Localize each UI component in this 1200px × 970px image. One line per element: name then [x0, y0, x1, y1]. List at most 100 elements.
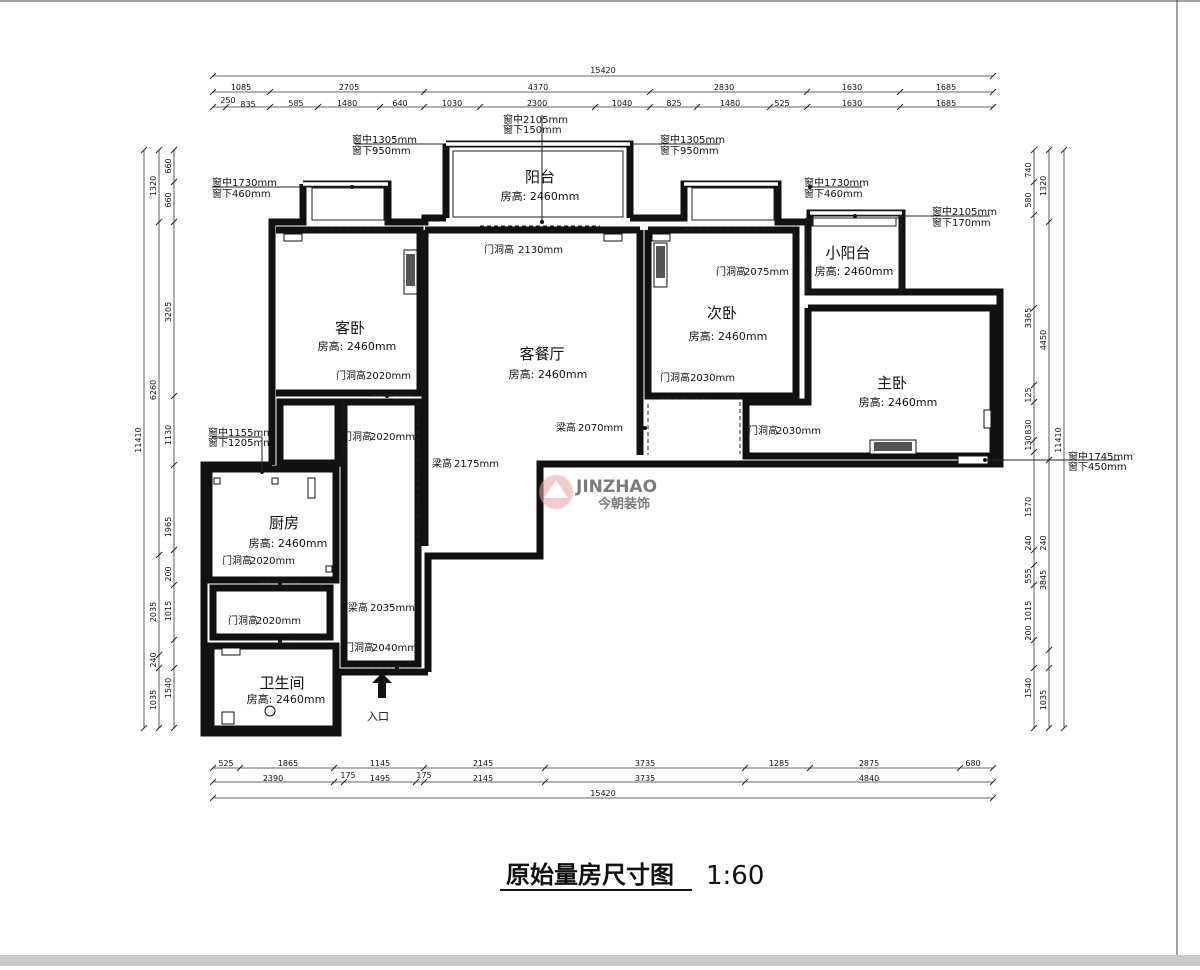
dimension-tick [766, 103, 774, 111]
pipe-icon [221, 711, 235, 725]
dimension-tick [222, 103, 230, 111]
dimension-tick [266, 103, 274, 111]
dim-right-mid-1: 1320 [1039, 176, 1048, 196]
room-small-balcony-height: 房高: 2460mm [815, 264, 894, 278]
dimension-tick [1060, 146, 1068, 154]
dimension-tick [989, 88, 997, 96]
note-kitchen-window-center: 窗中1155mm [208, 426, 273, 439]
sheet-bottom-strip [0, 955, 1200, 966]
note-master-window-center: 窗中1745mm [1068, 450, 1133, 463]
dimension-tick [1030, 211, 1038, 219]
note-door-corridor-value: 2020mm [370, 432, 415, 443]
dimension-tick [646, 88, 654, 96]
note-balcony-window-sill: 窗下150mm [503, 123, 562, 136]
dimension-tick [1030, 581, 1038, 589]
drawing-scale: 1:60 [706, 861, 764, 891]
dim-top2-8: 1040 [612, 99, 632, 108]
drawing-title: 原始量房尺寸图 1:60 [500, 861, 764, 891]
room-living-dining-name: 客餐厅 [519, 345, 564, 363]
radiator-icon [307, 477, 316, 499]
note-beam-living-value: 2070mm [578, 423, 623, 434]
dimension-tick [541, 778, 549, 786]
dim-top2-9: 825 [666, 99, 681, 108]
dim-right-in-9: 555 [1024, 568, 1033, 583]
note-second-window-center: 窗中1730mm [804, 176, 869, 189]
fixtures [212, 115, 1120, 725]
dim-right-in-4: 125 [1024, 387, 1033, 402]
note-door-kitchen: 门洞高 [222, 554, 252, 567]
drawing-title-text: 原始量房尺寸图 [506, 861, 674, 889]
note-door-entry-value: 2040mm [372, 643, 417, 654]
dimension-tick [1045, 664, 1053, 672]
room-balcony-name: 阳台 [525, 168, 555, 186]
dim-top2-4: 1480 [337, 99, 357, 108]
room-balcony-height: 房高: 2460mm [501, 189, 580, 203]
dim-right-mid-5: 1035 [1039, 690, 1048, 710]
dimension-tick [140, 724, 148, 732]
dim-bot-4: 2145 [473, 759, 493, 768]
dimension-tick [266, 88, 274, 96]
room-bathroom-height: 房高: 2460mm [247, 692, 326, 706]
note-door-bathroom-value: 2020mm [256, 616, 301, 627]
dimension-tick [989, 764, 997, 772]
dimension-tick [1030, 561, 1038, 569]
note-small-balcony-window-sill: 窗下170mm [932, 216, 991, 229]
dimension-tick [1030, 546, 1038, 554]
dimension-tick [314, 103, 322, 111]
dim-right-mid-2: 4450 [1039, 330, 1048, 350]
dim-left-mid-1: 6260 [149, 380, 158, 400]
dim-bot2-1: 2390 [263, 774, 283, 783]
room-bathroom-name: 卫生间 [259, 674, 304, 692]
dimension-tick [376, 103, 384, 111]
dim-left-in-6: 200 [164, 566, 173, 581]
dimension-tick [1030, 664, 1038, 672]
dimension-tick [140, 146, 148, 154]
dim-bot2-7: 4840 [859, 774, 879, 783]
dimension-tick [209, 764, 217, 772]
dim-bot-2: 1865 [278, 759, 298, 768]
pipe-icon [325, 565, 333, 573]
dim-top-3: 4370 [528, 83, 548, 92]
dimension-tick [155, 551, 163, 559]
dim-bot-total: 15420 [590, 789, 615, 798]
note-door-small-balcony: 门洞高 [716, 265, 746, 278]
dim-right-outer: 11410 [1054, 427, 1063, 452]
dimension-tick [989, 103, 997, 111]
dim-left-in-7: 1015 [164, 601, 173, 621]
dimension-tick [330, 764, 338, 772]
pipe-icon [271, 477, 279, 485]
note-second-window-sill: 窗下460mm [804, 187, 863, 200]
dimension-tick [209, 72, 217, 80]
dimension-tick [693, 103, 701, 111]
dim-right-in-7: 1570 [1024, 497, 1033, 517]
dimension-tick [170, 724, 178, 732]
dim-top-2: 2705 [339, 83, 359, 92]
bottom-dimensions: 525 1865 1145 2145 3735 1285 2875 680 23… [209, 759, 997, 802]
dim-top-5: 1630 [842, 83, 862, 92]
note-door-corridor: 门洞高 [342, 430, 372, 443]
dimension-tick [209, 103, 217, 111]
note-master-window-sill: 窗下450mm [1068, 460, 1127, 473]
note-door-entry: 门洞高 [344, 641, 374, 654]
dimension-tick [170, 546, 178, 554]
dimension-tick [741, 764, 749, 772]
dim-bot-7: 2875 [859, 759, 879, 768]
dim-top2-12: 1630 [842, 99, 862, 108]
dim-top2-10: 1480 [720, 99, 740, 108]
dim-left-in-8: 1540 [164, 678, 173, 698]
note-balcony-left-center: 窗中1305mm [352, 133, 417, 146]
note-balcony-left-sill: 窗下950mm [352, 144, 411, 157]
dim-right-in-6: 130 [1024, 435, 1033, 450]
radiator-icon [283, 233, 303, 242]
dim-right-in-5: 830 [1024, 419, 1033, 434]
left-dimensions: 11410 1320 6260 2035 240 1035 660 660 32… [134, 146, 178, 732]
brand-watermark: JINZHAO 今朝装饰 [539, 475, 657, 512]
dim-right-mid-3: 3845 [1039, 570, 1048, 590]
dimension-tick [896, 88, 904, 96]
radiator-icon [651, 233, 671, 242]
dimension-tick [170, 178, 178, 186]
note-door-master: 门洞高 [748, 424, 778, 437]
note-door-balcony: 门洞高 [484, 243, 514, 256]
dimension-tick [170, 218, 178, 226]
dim-right-in-11: 200 [1024, 625, 1033, 640]
